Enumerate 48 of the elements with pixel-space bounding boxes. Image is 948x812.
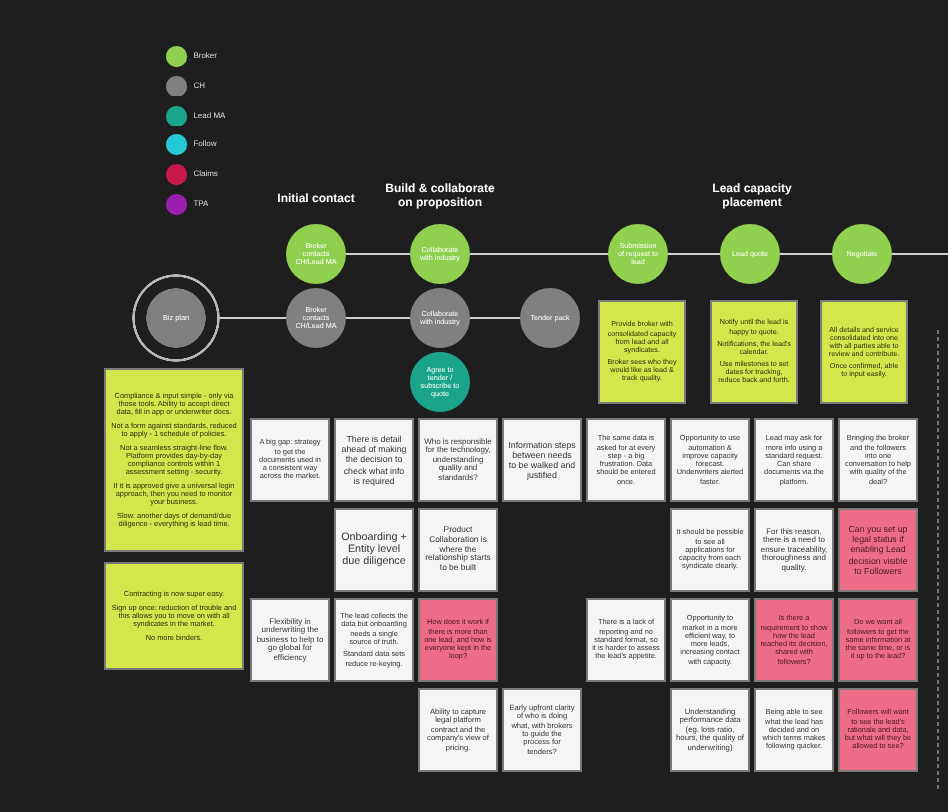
sticky-note <box>838 688 918 772</box>
sticky-note <box>820 300 908 404</box>
connector-line <box>345 317 411 319</box>
sticky-note <box>754 418 834 502</box>
stage-circle <box>410 224 470 284</box>
sticky-note <box>670 508 750 592</box>
sticky-note <box>250 598 330 682</box>
sticky-note <box>586 418 666 502</box>
sticky-note <box>838 508 918 592</box>
stage-circle <box>410 352 470 412</box>
sticky-note <box>104 562 244 670</box>
sticky-note <box>670 688 750 772</box>
sticky-note <box>754 688 834 772</box>
stage-circle <box>286 288 346 348</box>
sticky-note <box>670 418 750 502</box>
connector-line <box>469 317 521 319</box>
connector-line <box>469 253 609 255</box>
connector-line <box>667 253 721 255</box>
connector-line <box>219 317 287 319</box>
sticky-note <box>598 300 686 404</box>
sticky-note <box>754 598 834 682</box>
sticky-note <box>586 598 666 682</box>
connector-line <box>891 253 948 255</box>
ringed-circle <box>132 274 220 362</box>
stage-circle <box>410 288 470 348</box>
sticky-note <box>104 368 244 552</box>
stage-circle <box>608 224 668 284</box>
sticky-note <box>670 598 750 682</box>
sticky-note <box>334 598 414 682</box>
stage-circle <box>832 224 892 284</box>
sticky-note <box>250 418 330 502</box>
stage-circle <box>520 288 580 348</box>
sticky-note <box>838 598 918 682</box>
sticky-note <box>418 598 498 682</box>
stage-circle <box>720 224 780 284</box>
connector-line <box>779 253 833 255</box>
sticky-note <box>838 418 918 502</box>
sticky-note <box>502 688 582 772</box>
sticky-note <box>334 418 414 502</box>
sticky-note <box>418 508 498 592</box>
stage-circle <box>286 224 346 284</box>
sticky-note <box>334 508 414 592</box>
sticky-note <box>502 418 582 502</box>
sticky-note <box>418 418 498 502</box>
connector-line <box>345 253 411 255</box>
sticky-note <box>710 300 798 404</box>
sticky-note <box>418 688 498 772</box>
sticky-note <box>754 508 834 592</box>
